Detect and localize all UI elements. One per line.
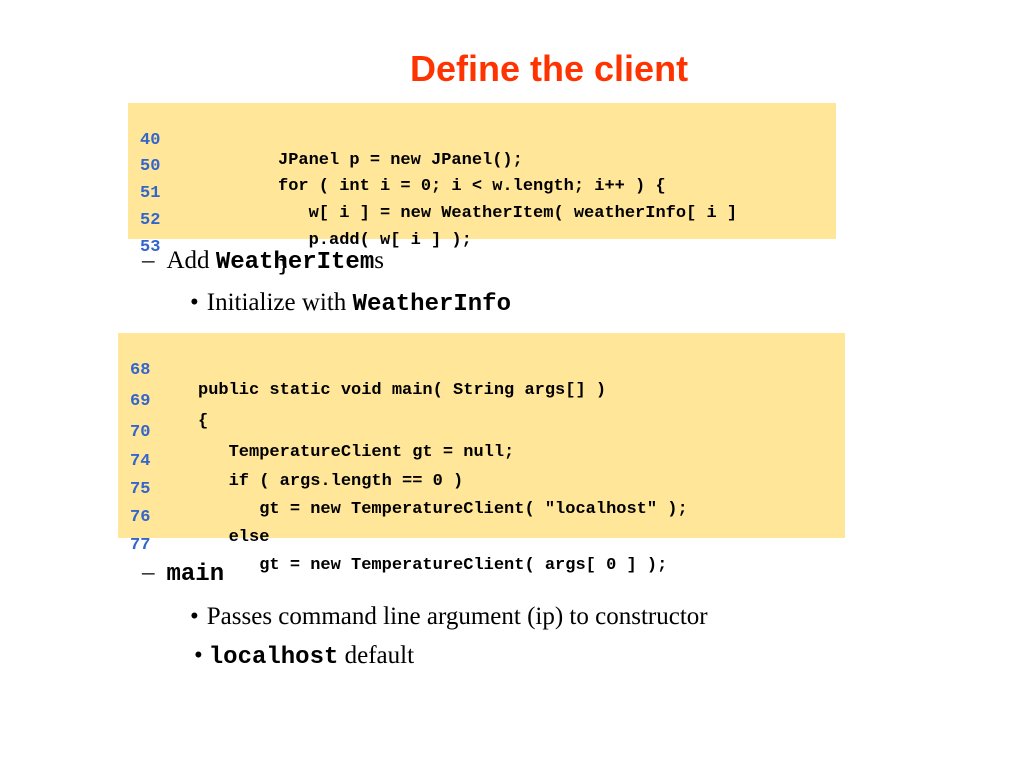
line-number: 69 bbox=[130, 392, 151, 411]
bullet-marker: • bbox=[190, 603, 199, 630]
line-number: 76 bbox=[130, 508, 151, 527]
code-block-jpanel: 40 JPanel p = new JPanel(); 50 for ( int… bbox=[128, 103, 836, 277]
bullet-marker: • bbox=[190, 289, 199, 316]
code-line: 76 else bbox=[118, 488, 269, 568]
bullet-text: default bbox=[338, 642, 415, 669]
code-line: 68 public static void main( String args[… bbox=[118, 341, 606, 421]
inline-code: localhost bbox=[208, 644, 339, 671]
slide-title: Define the client bbox=[410, 48, 689, 89]
line-number: 53 bbox=[140, 238, 161, 257]
code-line: 51 w[ i ] = new WeatherItem( weatherInfo… bbox=[128, 164, 737, 244]
dash-marker: – bbox=[142, 559, 155, 586]
bullet-main: –main bbox=[142, 558, 224, 590]
line-number: 77 bbox=[130, 536, 151, 555]
code-text: else bbox=[198, 528, 270, 547]
line-number: 50 bbox=[140, 157, 161, 176]
code-line: 40 JPanel p = new JPanel(); bbox=[128, 111, 523, 191]
bullet-add-weatheritems: –Add WeatherItems bbox=[142, 246, 384, 278]
line-number: 68 bbox=[130, 361, 151, 380]
bullet-marker: • bbox=[194, 642, 203, 669]
code-line: 52 p.add( w[ i ] ); bbox=[128, 191, 472, 271]
bullet-initialize-with: • Initialize with WeatherInfo bbox=[190, 288, 511, 320]
code-line: 75 gt = new TemperatureClient( "localhos… bbox=[118, 460, 688, 540]
code-text: w[ i ] = new WeatherItem( weatherInfo[ i… bbox=[278, 204, 738, 223]
line-number: 52 bbox=[140, 211, 161, 230]
code-line: 74 if ( args.length == 0 ) bbox=[118, 432, 463, 512]
bullet-localhost-default: •localhost default bbox=[194, 641, 414, 673]
code-line: 50 for ( int i = 0; i < w.length; i++ ) … bbox=[128, 137, 666, 217]
code-line: 70 TemperatureClient gt = null; bbox=[118, 403, 514, 483]
code-text: if ( args.length == 0 ) bbox=[198, 472, 464, 491]
bullet-text: Initialize with bbox=[206, 289, 353, 316]
code-text: { bbox=[198, 412, 209, 431]
line-number: 75 bbox=[130, 480, 151, 499]
code-line: 77 gt = new TemperatureClient( args[ 0 ]… bbox=[118, 516, 667, 596]
code-block-main: 68 public static void main( String args[… bbox=[118, 333, 845, 575]
line-number: 40 bbox=[140, 131, 161, 150]
bullet-text: Add bbox=[166, 247, 216, 274]
bullet-passes-argument: • Passes command line argument (ip) to co… bbox=[190, 602, 708, 632]
code-line: 53 } bbox=[128, 218, 288, 298]
bullet-text: Passes command line argument (ip) to con… bbox=[206, 603, 708, 630]
code-text: JPanel p = new JPanel(); bbox=[278, 151, 523, 170]
inline-code: WeatherItem bbox=[215, 249, 375, 276]
inline-code: WeatherInfo bbox=[352, 291, 511, 318]
code-text: gt = new TemperatureClient( args[ 0 ] ); bbox=[198, 556, 668, 575]
line-number: 74 bbox=[130, 452, 151, 471]
code-text: p.add( w[ i ] ); bbox=[278, 231, 472, 250]
bullet-text: s bbox=[374, 247, 384, 274]
code-line: 69 { bbox=[118, 372, 208, 452]
inline-code: main bbox=[166, 561, 225, 588]
dash-marker: – bbox=[142, 247, 155, 274]
code-text: TemperatureClient gt = null; bbox=[198, 443, 515, 462]
code-text: } bbox=[278, 258, 289, 277]
code-text: for ( int i = 0; i < w.length; i++ ) { bbox=[278, 177, 666, 196]
line-number: 51 bbox=[140, 184, 161, 203]
code-text: gt = new TemperatureClient( "localhost" … bbox=[198, 500, 688, 519]
code-text: public static void main( String args[] ) bbox=[198, 381, 607, 400]
line-number: 70 bbox=[130, 423, 151, 442]
